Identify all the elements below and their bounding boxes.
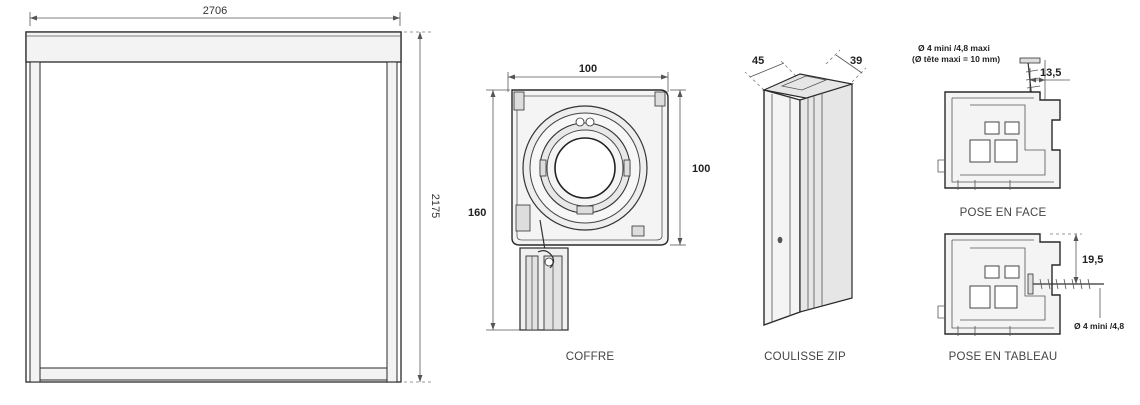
pose-face-screw-note-2: (Ø tête maxi = 10 mm) [912,54,1000,64]
coulisse-dim-b-label: 39 [850,55,862,67]
pose-face-offset-label: 13,5 [1040,67,1061,79]
coulisse-caption: COULISSE ZIP [764,351,846,363]
pose-tableau-screw-note: Ø 4 mini /4,8 [1074,321,1124,331]
coffre-box-height-label: 100 [692,163,710,175]
coffre-section: 100 100 160 [468,63,710,363]
pose-en-tableau-section: 19,5 Ø 4 mini /4,8 POSE EN TABLEAU [937,233,1124,363]
elevation-width-label: 2706 [203,5,227,17]
pose-face-caption: POSE EN FACE [960,207,1047,219]
pose-en-face-section: Ø 4 mini /4,8 maxi (Ø tête maxi = 10 mm)… [912,43,1070,219]
coffre-caption: COFFRE [566,351,615,363]
coulisse-zip-section: 45 39 COULISSE ZIP [744,49,867,363]
elevation-height-label: 2175 [429,194,441,218]
pose-face-screw-note-1: Ø 4 mini /4,8 maxi [918,43,990,53]
coffre-total-height-label: 160 [468,207,486,219]
pose-tableau-caption: POSE EN TABLEAU [949,351,1058,363]
front-elevation: 2706 2175 [25,5,441,383]
coffre-width-label: 100 [579,63,597,75]
coulisse-dim-a-label: 45 [752,55,764,67]
pose-tableau-offset-label: 19,5 [1082,254,1103,266]
